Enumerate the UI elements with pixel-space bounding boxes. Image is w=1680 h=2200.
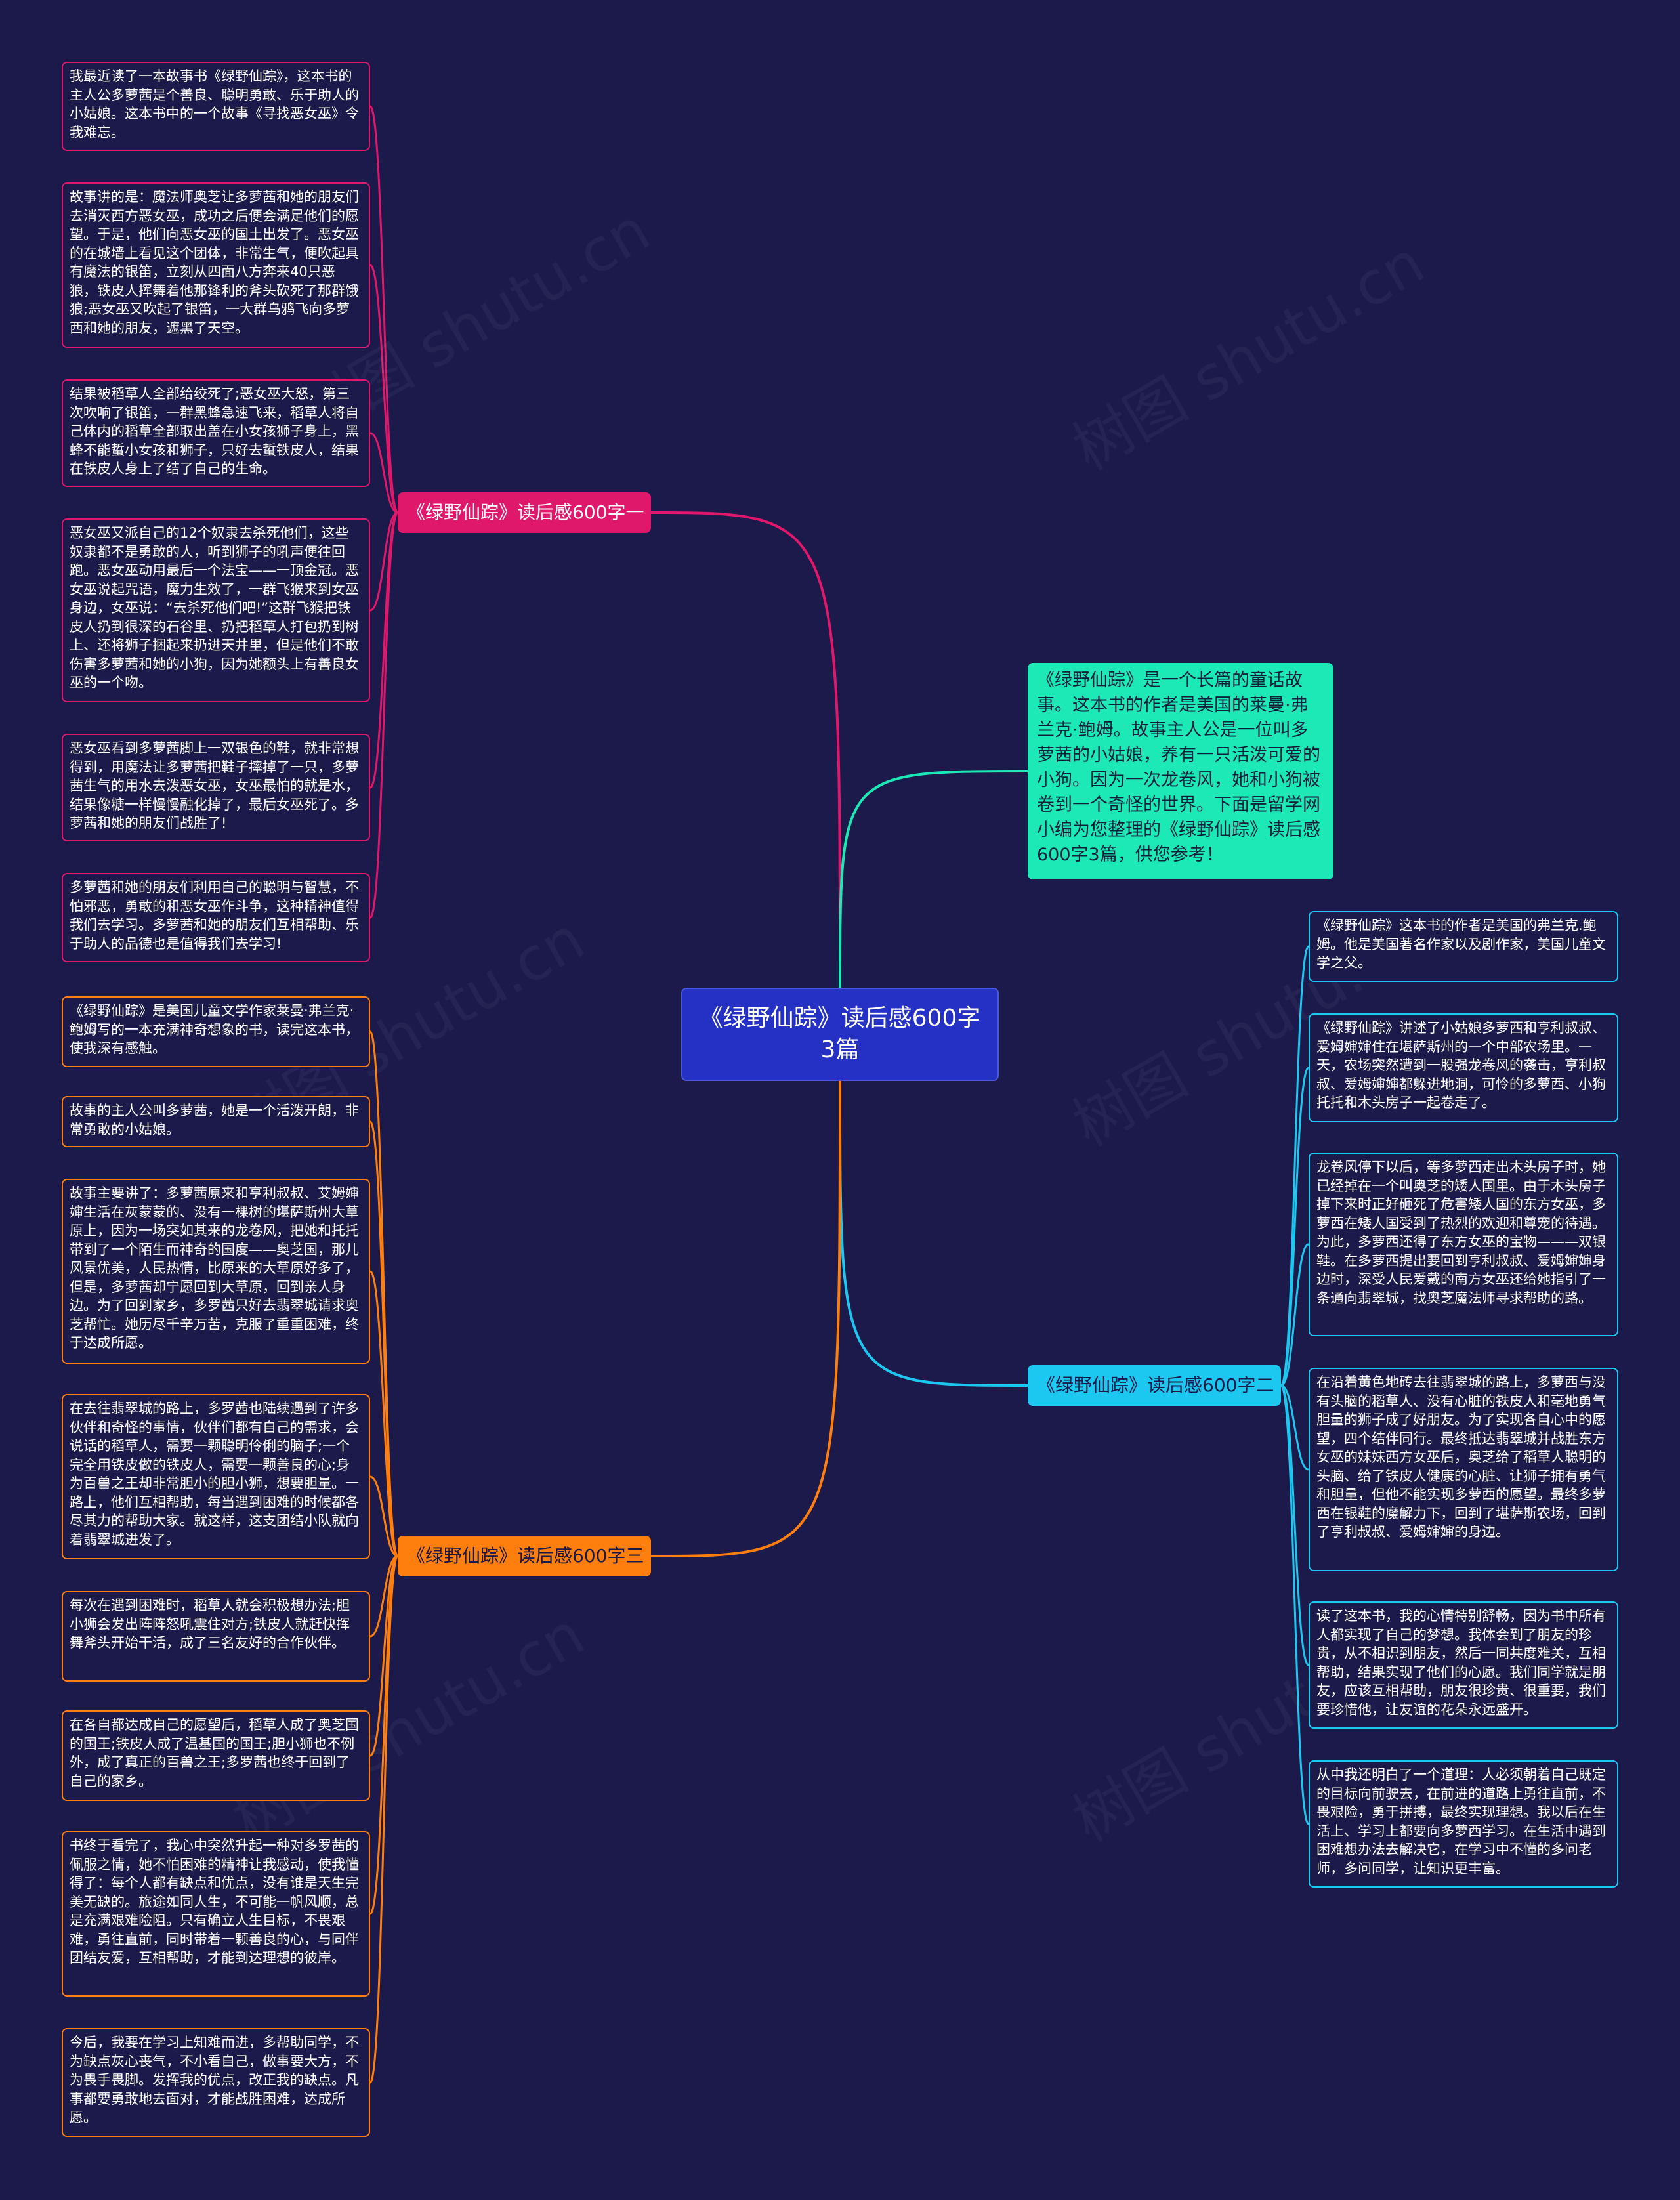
branch-1-leaf-line	[369, 511, 399, 919]
branch-1-leaf-line	[369, 511, 399, 789]
leaf-node[interactable]: 故事的主人公叫多萝茜，她是一个活泼开朗，非常勇敢的小姑娘。	[62, 1096, 370, 1147]
branch-2-leaf-line	[1280, 1243, 1309, 1387]
branch-node-1[interactable]: 《绿野仙踪》读后感600字一	[398, 492, 651, 533]
leaf-node[interactable]: 读了这本书，我的心情特别舒畅，因为书中所有人都实现了自己的梦想。我体会到了朋友的…	[1309, 1601, 1618, 1729]
leaf-text: 读了这本书，我的心情特别舒畅，因为书中所有人都实现了自己的梦想。我体会到了朋友的…	[1316, 1608, 1606, 1718]
branch-label: 《绿野仙踪》读后感600字三	[407, 1545, 644, 1567]
branch-1-leaf-line	[369, 264, 399, 514]
leaf-text: 恶女巫又派自己的12个奴隶去杀死他们，这些奴隶都不是勇敢的人，听到狮子的吼声便往…	[70, 525, 359, 690]
branch-label: 《绿野仙踪》读后感600字二	[1037, 1374, 1274, 1396]
branch-label: 《绿野仙踪》读后感600字一	[407, 501, 644, 523]
branch-3-leaf-line	[369, 1475, 398, 1557]
root-node[interactable]: 《绿野仙踪》读后感600字3篇	[681, 988, 999, 1081]
root-to-branch-2-line	[839, 1080, 1028, 1387]
intro-node[interactable]: 《绿野仙踪》是一个长篇的童话故事。这本书的作者是美国的莱曼·弗兰克·鲍姆。故事主…	[1028, 663, 1334, 879]
leaf-text: 在各自都达成自己的愿望后，稻草人成了奥芝国的国王;铁皮人成了温基国的国王;胆小狮…	[70, 1717, 359, 1789]
intro-text: 《绿野仙踪》是一个长篇的童话故事。这本书的作者是美国的莱曼·弗兰克·鲍姆。故事主…	[1037, 670, 1320, 865]
leaf-node[interactable]: 故事主要讲了：多萝茜原来和亨利叔叔、艾姆婶婶生活在灰蒙蒙的、没有一棵树的堪萨斯州…	[62, 1179, 370, 1364]
leaf-node[interactable]: 书终于看完了，我心中突然升起一种对多罗茜的佩服之情，她不怕困难的精神让我感动，使…	[62, 1831, 370, 1997]
leaf-node[interactable]: 在各自都达成自己的愿望后，稻草人成了奥芝国的国王;铁皮人成了温基国的国王;胆小狮…	[62, 1710, 370, 1801]
leaf-node[interactable]: 恶女巫又派自己的12个奴隶去杀死他们，这些奴隶都不是勇敢的人，听到狮子的吼声便往…	[62, 518, 370, 702]
leaf-node[interactable]: 《绿野仙踪》这本书的作者是美国的弗兰克.鲍姆。他是美国著名作家以及剧作家，美国儿…	[1309, 911, 1618, 982]
branch-3-leaf-line	[369, 1555, 399, 1915]
leaf-text: 在去往翡翠城的路上，多罗茜也陆续遇到了许多伙伴和奇怪的事情，伙伴们都有自己的需求…	[70, 1401, 359, 1548]
branch-1-leaf-line	[369, 432, 398, 514]
leaf-node[interactable]: 今后，我要在学习上知难而进，多帮助同学，不为缺点灰心丧气，不小看自己，做事要大方…	[62, 2028, 370, 2137]
leaf-text: 《绿野仙踪》讲述了小姑娘多萝西和亨利叔叔、爱姆婶婶住在堪萨斯州的一个中部农场里。…	[1316, 1020, 1606, 1111]
leaf-node[interactable]: 结果被稻草人全部给绞死了;恶女巫大怒，第三次吹响了银笛，一群黑蜂急速飞来，稻草人…	[62, 379, 370, 487]
leaf-node[interactable]: 龙卷风停下以后，等多萝西走出木头房子时，她已经掉在一个叫奥芝的矮人国里。由于木头…	[1309, 1153, 1618, 1336]
root-to-branch-3-line	[650, 1080, 841, 1557]
leaf-text: 故事讲的是：魔法师奥芝让多萝茜和她的朋友们去消灭西方恶女巫，成功之后便会满足他们…	[70, 189, 359, 336]
branch-3-leaf-line	[369, 1120, 399, 1557]
leaf-node[interactable]: 在去往翡翠城的路上，多罗茜也陆续遇到了许多伙伴和奇怪的事情，伙伴们都有自己的需求…	[62, 1394, 370, 1559]
leaf-node[interactable]: 故事讲的是：魔法师奥芝让多萝茜和她的朋友们去消灭西方恶女巫，成功之后便会满足他们…	[62, 182, 370, 348]
leaf-text: 《绿野仙踪》这本书的作者是美国的弗兰克.鲍姆。他是美国著名作家以及剧作家，美国儿…	[1316, 918, 1606, 971]
branch-3-leaf-line	[369, 1555, 399, 2084]
root-to-intro-line	[839, 770, 1028, 988]
branch-2-leaf-line	[1280, 1384, 1310, 1825]
branch-node-3[interactable]: 《绿野仙踪》读后感600字三	[398, 1536, 651, 1576]
leaf-node[interactable]: 从中我还明白了一个道理：人必须朝着自己既定的目标向前驶去，在前进的道路上勇往直前…	[1309, 1760, 1618, 1888]
leaf-text: 书终于看完了，我心中突然升起一种对多罗茜的佩服之情，她不怕困难的精神让我感动，使…	[70, 1838, 359, 1966]
leaf-text: 恶女巫看到多萝茜脚上一双银色的鞋，就非常想得到，用魔法让多萝茜把鞋子摔掉了一只，…	[70, 740, 359, 831]
branch-3-leaf-line	[369, 1270, 399, 1557]
root-title: 《绿野仙踪》读后感600字3篇	[699, 1005, 981, 1063]
leaf-text: 结果被稻草人全部给绞死了;恶女巫大怒，第三次吹响了银笛，一群黑蜂急速飞来，稻草人…	[70, 386, 359, 476]
branch-2-leaf-line	[1280, 1067, 1310, 1387]
leaf-node[interactable]: 我最近读了一本故事书《绿野仙踪》，这本书的主人公多萝茜是个善良、聪明勇敢、乐于助…	[62, 62, 370, 151]
root-to-branch-1-line	[650, 511, 841, 988]
branch-3-leaf-line	[369, 1030, 399, 1557]
leaf-text: 在沿着黄色地砖去往翡翠城的路上，多萝西与没有头脑的稻草人、没有心脏的铁皮人和毫地…	[1316, 1374, 1606, 1540]
leaf-node[interactable]: 多萝茜和她的朋友们利用自己的聪明与智慧，不怕邪恶，勇敢的和恶女巫作斗争，这种精神…	[62, 873, 370, 962]
leaf-text: 今后，我要在学习上知难而进，多帮助同学，不为缺点灰心丧气，不小看自己，做事要大方…	[70, 2035, 359, 2125]
branch-1-leaf-line	[369, 105, 399, 514]
leaf-text: 每次在遇到困难时，稻草人就会积极想办法;胆小狮会发出阵阵怒吼震住对方;铁皮人就赶…	[70, 1597, 350, 1651]
leaf-node[interactable]: 恶女巫看到多萝茜脚上一双银色的鞋，就非常想得到，用魔法让多萝茜把鞋子摔掉了一只，…	[62, 734, 370, 841]
leaf-text: 多萝茜和她的朋友们利用自己的聪明与智慧，不怕邪恶，勇敢的和恶女巫作斗争，这种精神…	[70, 879, 359, 952]
leaf-text: 从中我还明白了一个道理：人必须朝着自己既定的目标向前驶去，在前进的道路上勇往直前…	[1316, 1767, 1606, 1876]
leaf-node[interactable]: 在沿着黄色地砖去往翡翠城的路上，多萝西与没有头脑的稻草人、没有心脏的铁皮人和毫地…	[1309, 1368, 1618, 1571]
branch-2-leaf-line	[1280, 1384, 1309, 1471]
branch-node-2[interactable]: 《绿野仙踪》读后感600字二	[1028, 1365, 1281, 1406]
leaf-text: 故事的主人公叫多萝茜，她是一个活泼开朗，非常勇敢的小姑娘。	[70, 1103, 359, 1137]
leaf-node[interactable]: 《绿野仙踪》讲述了小姑娘多萝西和亨利叔叔、爱姆婶婶住在堪萨斯州的一个中部农场里。…	[1309, 1013, 1618, 1122]
branch-1-leaf-line	[369, 511, 398, 612]
leaf-text: 龙卷风停下以后，等多萝西走出木头房子时，她已经掉在一个叫奥芝的矮人国里。由于木头…	[1316, 1159, 1606, 1306]
branch-3-leaf-line	[369, 1555, 399, 1757]
leaf-text: 我最近读了一本故事书《绿野仙踪》，这本书的主人公多萝茜是个善良、聪明勇敢、乐于助…	[70, 68, 359, 140]
leaf-node[interactable]: 《绿野仙踪》是美国儿童文学作家莱曼·弗兰克·鲍姆写的一本充满神奇想象的书，读完这…	[62, 996, 370, 1067]
leaf-text: 《绿野仙踪》是美国儿童文学作家莱曼·弗兰克·鲍姆写的一本充满神奇想象的书，读完这…	[70, 1003, 359, 1056]
leaf-text: 故事主要讲了：多萝茜原来和亨利叔叔、艾姆婶婶生活在灰蒙蒙的、没有一棵树的堪萨斯州…	[70, 1185, 359, 1351]
branch-3-leaf-line	[369, 1555, 398, 1638]
leaf-node[interactable]: 每次在遇到困难时，稻草人就会积极想办法;胆小狮会发出阵阵怒吼震住对方;铁皮人就赶…	[62, 1591, 370, 1682]
